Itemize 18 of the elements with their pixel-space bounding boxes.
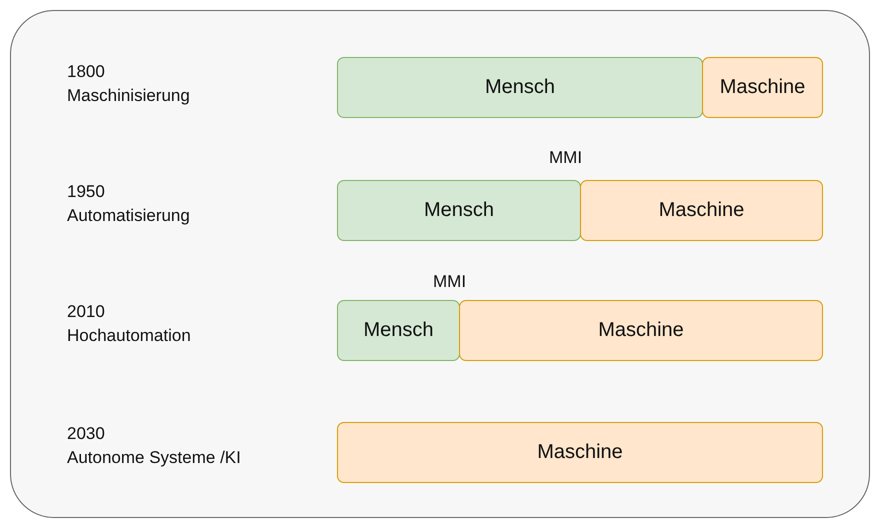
human-share-bar: Mensch [337, 300, 460, 361]
label-text: Hochautomation [67, 326, 191, 346]
machine-share-bar: Maschine [580, 180, 823, 241]
human-share-bar: Mensch [337, 180, 581, 241]
label-text: 1950 [67, 182, 105, 202]
label-text: 2030 [67, 424, 105, 444]
label-text: 2010 [67, 302, 105, 322]
label-text: Maschinisierung [67, 86, 190, 106]
machine-share-bar: Maschine [702, 57, 823, 118]
label-text: Autonome Systeme /KI [67, 448, 241, 468]
label-text: 1800 [67, 62, 105, 82]
label-text: Automatisierung [67, 206, 190, 226]
human-share-bar: Mensch [337, 57, 703, 118]
machine-share-bar: Maschine [337, 422, 823, 483]
label-text: MMI [433, 272, 466, 292]
label-text: MMI [549, 148, 582, 168]
machine-share-bar: Maschine [459, 300, 823, 361]
panel-background [10, 10, 870, 518]
